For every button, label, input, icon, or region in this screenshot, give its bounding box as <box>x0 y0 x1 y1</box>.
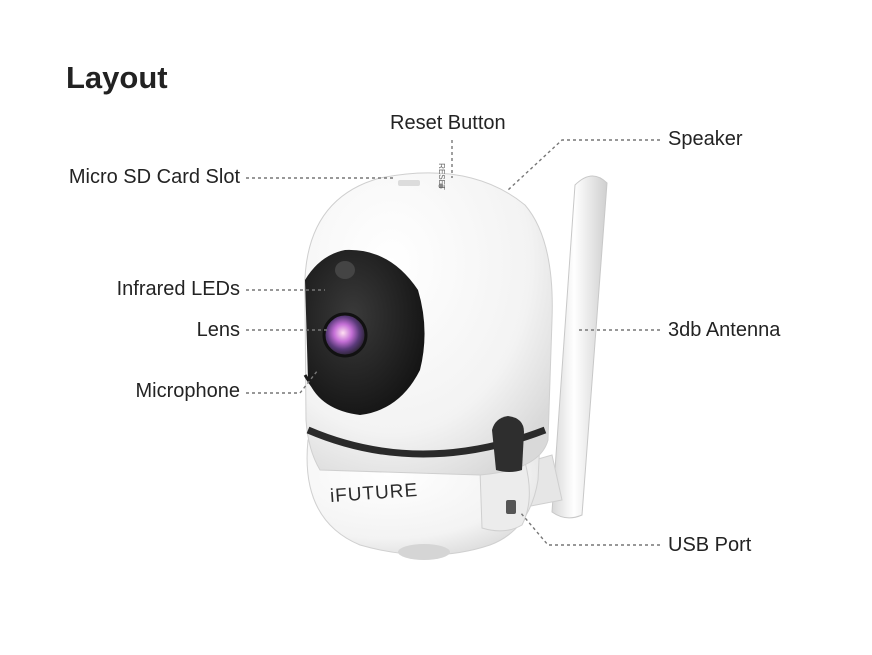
reset-marking: RESET <box>436 163 446 190</box>
label-usb-port: USB Port <box>668 534 752 556</box>
label-lens: Lens <box>196 319 240 341</box>
label-antenna: 3db Antenna <box>668 319 781 341</box>
sd-card-slot <box>398 180 420 186</box>
infrared-led <box>335 261 355 279</box>
label-speaker: Speaker <box>668 128 743 150</box>
camera-head <box>303 172 553 476</box>
lens <box>322 312 368 358</box>
usb-port <box>506 500 516 514</box>
leader-lines <box>246 139 660 546</box>
label-infrared-leds: Infrared LEDs <box>116 278 240 300</box>
label-reset-button: Reset Button <box>390 112 506 134</box>
page-title: Layout <box>66 60 168 95</box>
label-micro-sd-card-slot: Micro SD Card Slot <box>68 166 240 188</box>
label-microphone: Microphone <box>135 380 240 402</box>
reset-button <box>438 183 444 189</box>
